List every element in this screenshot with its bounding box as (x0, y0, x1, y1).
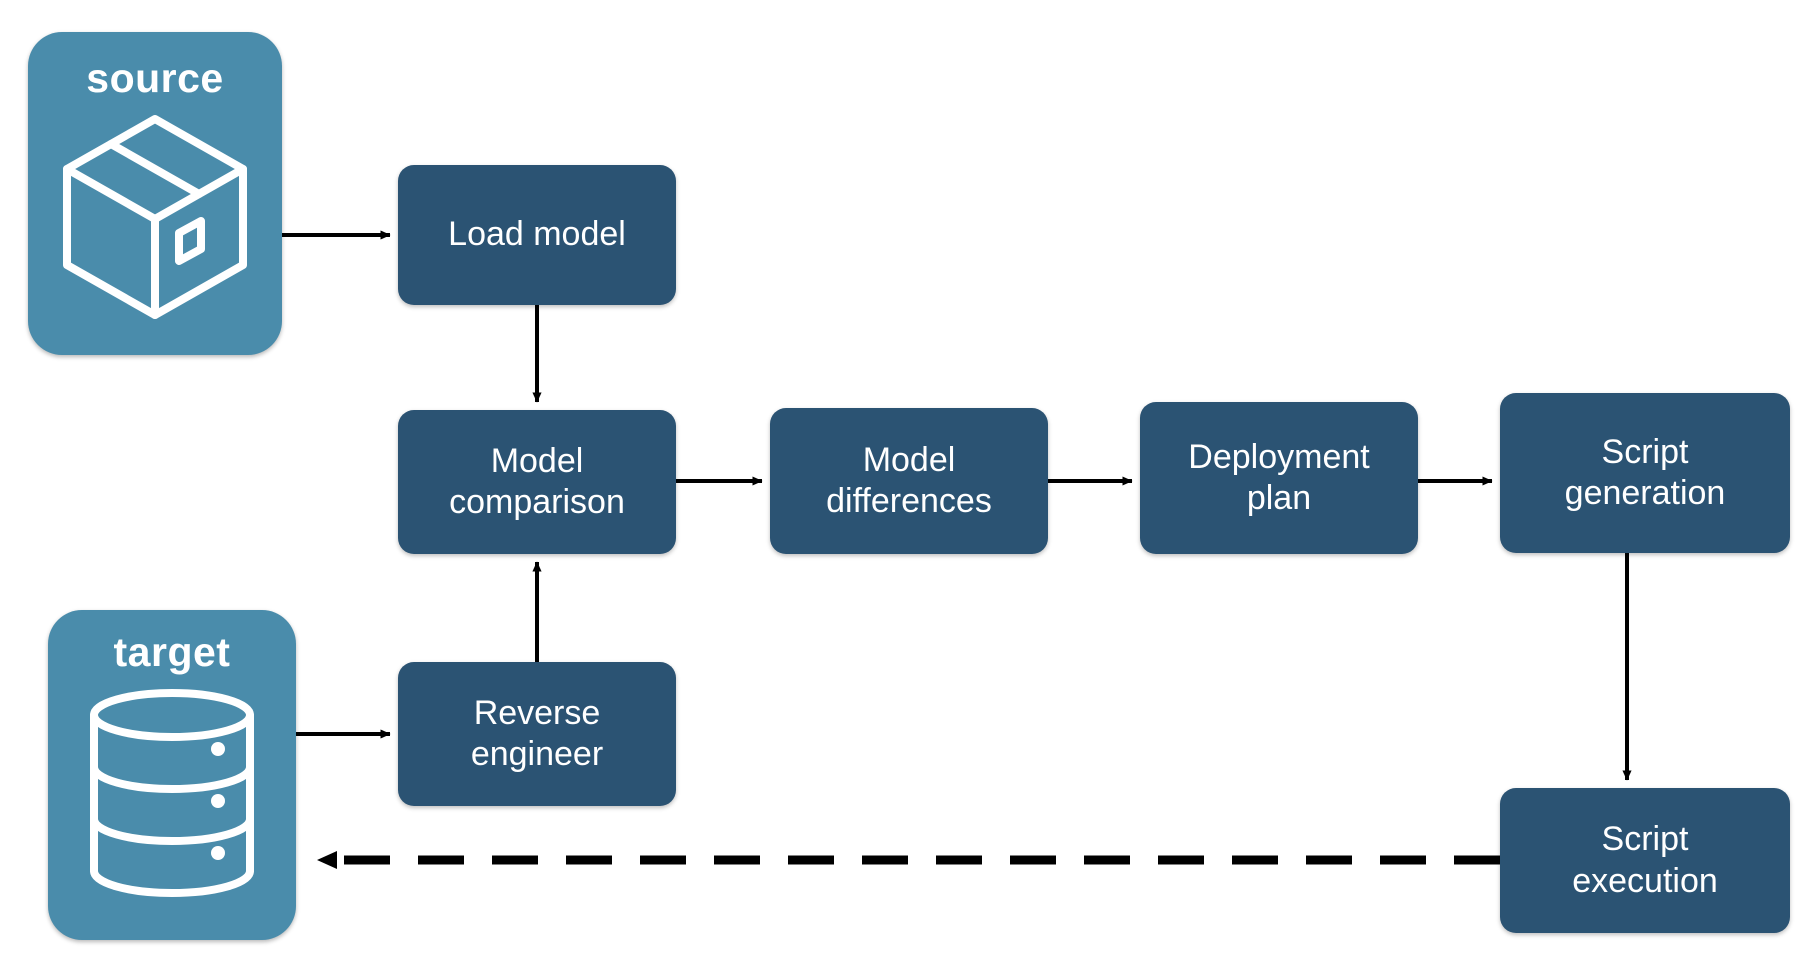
endpoint-source[interactable]: source (28, 32, 282, 355)
node-model-differences-label: Model differences (826, 440, 992, 520)
node-deployment-plan[interactable]: Deployment plan (1140, 402, 1418, 554)
endpoint-target-label: target (113, 629, 231, 675)
node-load-model-label: Load model (448, 215, 626, 254)
node-script-execution[interactable]: Script execution (1500, 788, 1790, 933)
node-reverse-engineer[interactable]: Reverse engineer (398, 662, 676, 806)
node-model-differences[interactable]: Model differences (770, 408, 1048, 554)
node-load-model[interactable]: Load model (398, 165, 676, 305)
node-reverse-engineer-label: Reverse engineer (470, 693, 604, 773)
endpoint-source-label: source (86, 55, 224, 101)
node-script-generation-label: Script generation (1564, 432, 1726, 512)
database-cylinder-icon (90, 689, 254, 897)
endpoint-target[interactable]: target (48, 610, 296, 940)
node-script-execution-label: Script execution (1572, 820, 1718, 900)
node-script-generation[interactable]: Script generation (1500, 393, 1790, 553)
node-deployment-plan-label: Deployment plan (1188, 437, 1370, 517)
package-box-icon (63, 115, 247, 319)
node-model-comparison[interactable]: Model comparison (398, 410, 676, 554)
database-status-dots (211, 742, 225, 860)
node-model-comparison-label: Model comparison (449, 441, 625, 521)
